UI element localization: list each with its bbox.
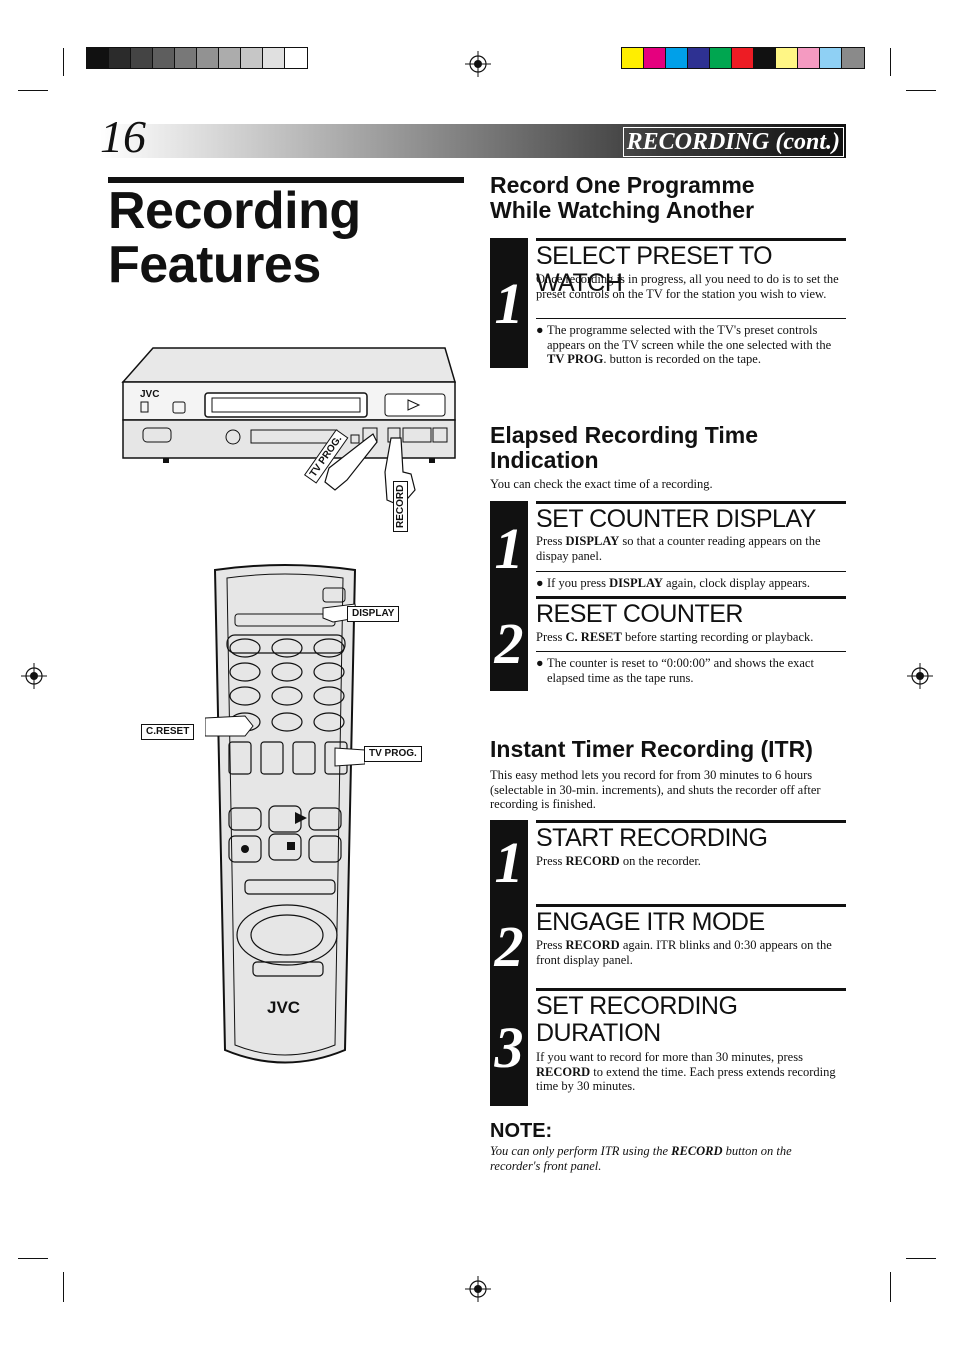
step-title: START RECORDING: [536, 820, 846, 852]
gray-swatch: [87, 48, 109, 68]
crop-mark: [906, 1258, 936, 1259]
display-callout: DISPLAY: [347, 606, 400, 622]
step-itr: 1 2 3 START RECORDING Press RECORD on th…: [490, 820, 846, 1106]
section-heading-itr: Instant Timer Recording (ITR): [490, 736, 813, 762]
color-swatch: [644, 48, 666, 68]
step-select-preset: 1 SELECT PRESET TO WATCH Once recording …: [490, 238, 846, 368]
bullet-dot-icon: ●: [536, 656, 544, 670]
remote-illustration: JVC: [205, 564, 365, 1064]
header-band: [100, 124, 846, 158]
title-rule: [108, 177, 464, 183]
vcr-brand-text: JVC: [140, 389, 159, 399]
page-title: Recording Features: [108, 182, 361, 294]
crop-mark: [63, 48, 64, 76]
step-bullet: ● If you press DISPLAY again, clock disp…: [536, 571, 846, 591]
step-bullet: ● The programme selected with the TV's p…: [536, 318, 846, 367]
step-bullet: ● The counter is reset to “0:00:00” and …: [536, 651, 846, 685]
remote-brand-text: JVC: [267, 998, 300, 1017]
color-swatch: [688, 48, 710, 68]
step-text: Press DISPLAY so that a counter reading …: [536, 534, 821, 563]
color-swatch: [798, 48, 820, 68]
color-swatch: [842, 48, 864, 68]
registration-mark-icon: [21, 663, 47, 689]
crop-mark: [890, 48, 891, 76]
gray-swatch: [263, 48, 285, 68]
gray-swatch: [175, 48, 197, 68]
registration-mark-icon: [465, 51, 491, 77]
note-text: You can only perform ITR using the RECOR…: [490, 1144, 792, 1173]
crop-mark: [906, 90, 936, 91]
color-swatch: [710, 48, 732, 68]
step-text: Press RECORD on the recorder.: [536, 854, 701, 868]
color-swatch: [622, 48, 644, 68]
color-swatch: [820, 48, 842, 68]
crop-mark: [63, 1272, 64, 1302]
section-intro: This easy method lets you record for fro…: [490, 768, 821, 811]
step-title: SET RECORDING DURATION: [536, 988, 846, 1047]
bullet-dot-icon: ●: [536, 323, 544, 337]
step-text: Press RECORD again. ITR blinks and 0:30 …: [536, 938, 832, 967]
crop-mark: [18, 1258, 48, 1259]
step-set-counter-display: 1 2 SET COUNTER DISPLAY Press DISPLAY so…: [490, 501, 846, 691]
step-title: RESET COUNTER: [536, 596, 846, 628]
gray-swatch: [241, 48, 263, 68]
step-number: 2: [490, 596, 528, 691]
bullet-dot-icon: ●: [536, 576, 544, 590]
step-title: SET COUNTER DISPLAY: [536, 501, 846, 533]
section-heading-elapsed: Elapsed Recording Time Indication: [490, 422, 758, 473]
step-number: 1: [490, 501, 528, 596]
gray-swatch: [285, 48, 307, 68]
section-intro: You can check the exact time of a record…: [490, 477, 713, 491]
gray-swatch: [153, 48, 175, 68]
page-number: 16: [100, 111, 146, 162]
gray-swatch: [109, 48, 131, 68]
vcr-illustration: [121, 347, 457, 507]
color-swatch: [666, 48, 688, 68]
step-number: 2: [490, 904, 528, 988]
record-callout: RECORD: [393, 480, 408, 532]
grayscale-bar: [86, 47, 308, 69]
c-reset-callout: C.RESET: [141, 724, 195, 740]
section-title: RECORDING (cont.): [622, 127, 844, 157]
tv-prog-remote-callout: TV PROG.: [364, 746, 422, 762]
registration-mark-icon: [907, 663, 933, 689]
step-text: Once recording is in progress, all you n…: [536, 272, 839, 301]
gray-swatch: [131, 48, 153, 68]
registration-mark-icon: [465, 1276, 491, 1302]
crop-mark: [18, 90, 48, 91]
section-heading-one-programme: Record One Programme While Watching Anot…: [490, 172, 755, 223]
step-title: ENGAGE ITR MODE: [536, 904, 846, 936]
jvc-logo: JVC: [140, 389, 159, 399]
step-number: 3: [490, 988, 528, 1106]
step-title: SELECT PRESET TO WATCH: [536, 238, 846, 297]
color-swatch: [754, 48, 776, 68]
step-number: 1: [490, 238, 528, 368]
crop-mark: [890, 1272, 891, 1302]
gray-swatch: [219, 48, 241, 68]
step-text: If you want to record for more than 30 m…: [536, 1050, 836, 1093]
step-number: 1: [490, 820, 528, 904]
color-bar: [621, 47, 865, 69]
step-text: Press C. RESET before starting recording…: [536, 630, 814, 644]
gray-swatch: [197, 48, 219, 68]
color-swatch: [776, 48, 798, 68]
note-heading: NOTE:: [490, 1120, 553, 1142]
color-swatch: [732, 48, 754, 68]
